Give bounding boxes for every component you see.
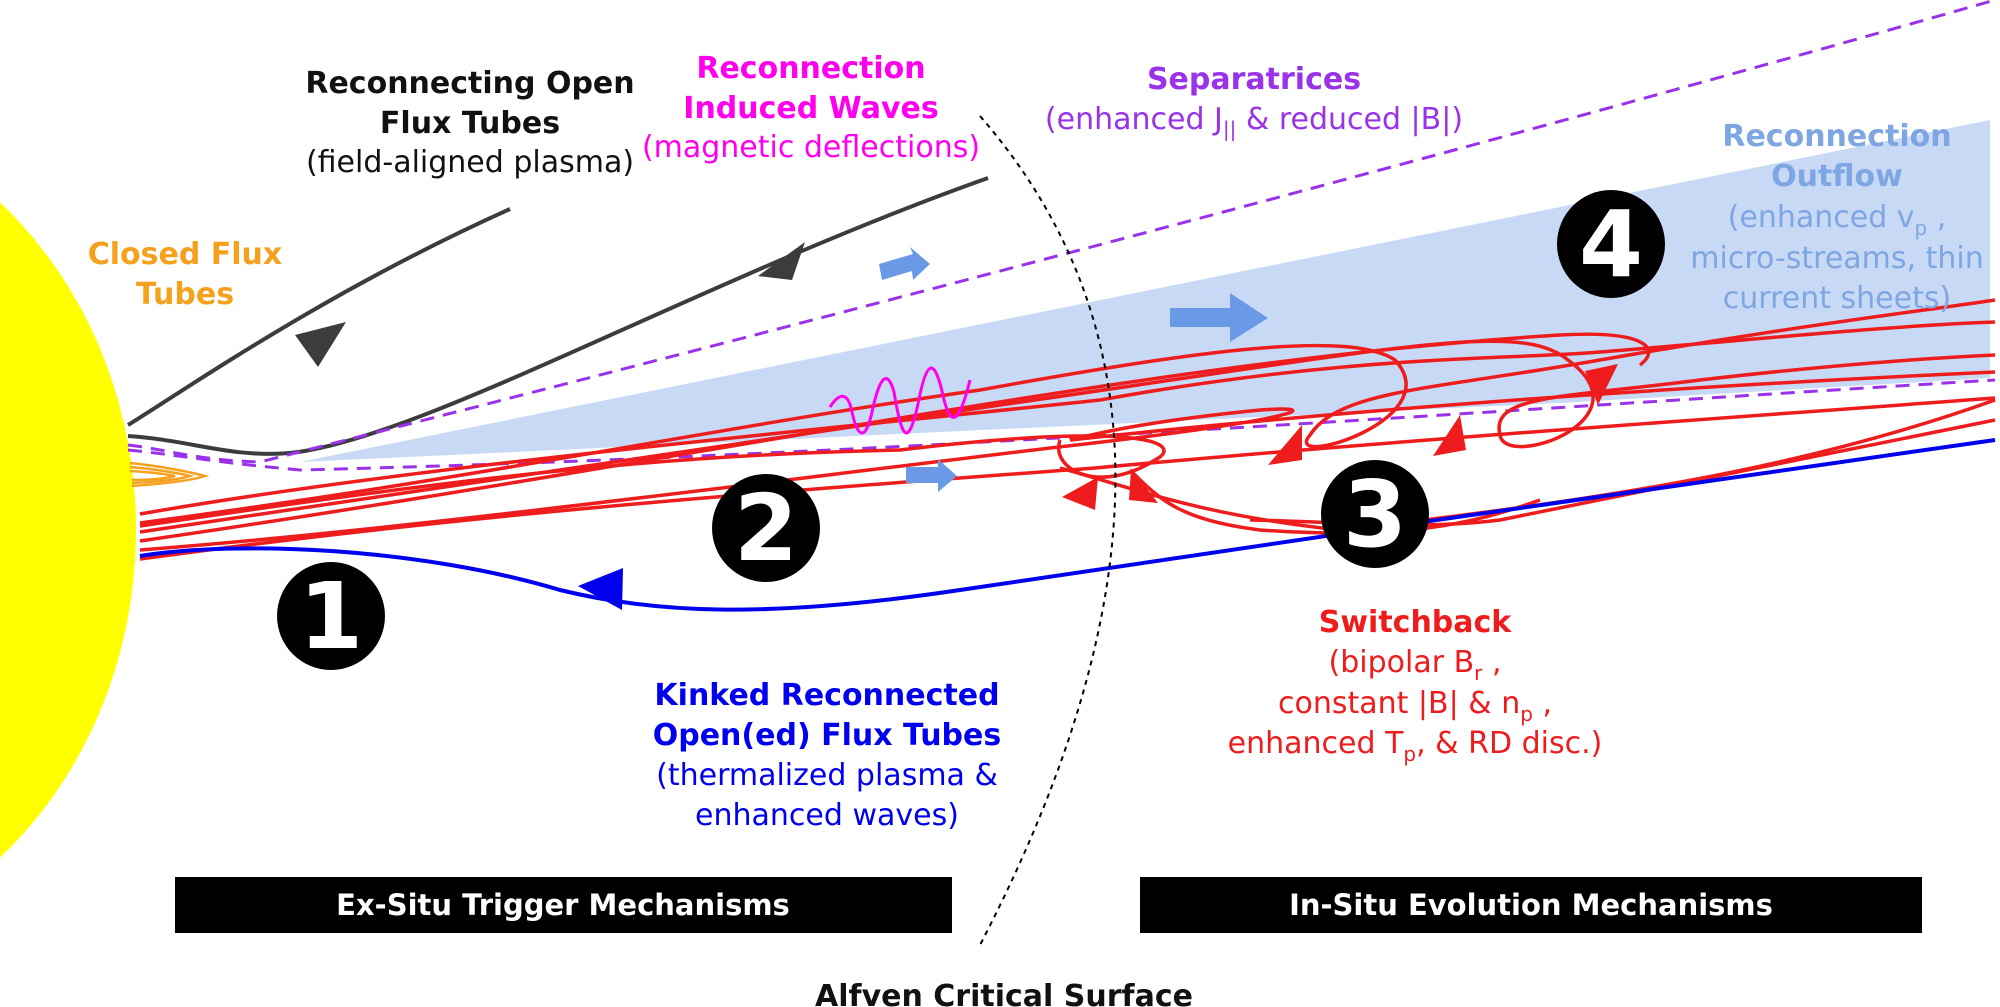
kinked-flux-arrow bbox=[578, 568, 623, 610]
open-flux-arrow bbox=[758, 242, 805, 280]
open-flux-title-2: Flux Tubes bbox=[380, 106, 560, 141]
kinked-flux-tube bbox=[139, 438, 1996, 612]
closed-flux-title-1: Closed Flux bbox=[88, 237, 283, 272]
kinked-desc-2: enhanced waves) bbox=[695, 798, 959, 833]
alfven-surface-label: Alfven Critical Surface bbox=[815, 979, 1193, 1007]
outflow-label: Reconnection Outflow (enhanced vp , micr… bbox=[1690, 119, 1983, 316]
switchback-title: Switchback bbox=[1319, 605, 1513, 640]
badge-4: 4 bbox=[1557, 190, 1665, 298]
waves-title-1: Reconnection bbox=[696, 51, 925, 86]
kinked-title-2: Open(ed) Flux Tubes bbox=[653, 718, 1002, 753]
open-flux-title-1: Reconnecting Open bbox=[305, 66, 634, 101]
alfven-critical-surface bbox=[979, 115, 1117, 946]
badge-1: 1 bbox=[277, 562, 385, 670]
closed-flux-title-2: Tubes bbox=[136, 277, 234, 312]
switchback-arrow bbox=[1585, 364, 1618, 405]
kinked-label: Kinked Reconnected Open(ed) Flux Tubes (… bbox=[653, 678, 1002, 833]
sun bbox=[0, 202, 136, 858]
reconnection-waves bbox=[828, 366, 972, 435]
in-situ-bar-label: In-Situ Evolution Mechanisms bbox=[1289, 888, 1773, 922]
waves-label: Reconnection Induced Waves (magnetic def… bbox=[642, 51, 980, 165]
ex-situ-bar-label: Ex-Situ Trigger Mechanisms bbox=[336, 888, 790, 922]
badge-1-label: 1 bbox=[299, 563, 363, 670]
badge-2-label: 2 bbox=[734, 475, 798, 582]
outflow-desc-2: micro-streams, thin bbox=[1690, 241, 1983, 276]
outflow-arrow bbox=[906, 459, 957, 492]
closed-flux-tubes bbox=[129, 461, 210, 488]
separatrices-label: Separatrices (enhanced J|| & reduced |B|… bbox=[1045, 62, 1463, 141]
separatrices bbox=[127, 0, 1996, 472]
switchback-label: Switchback (bipolar Br , constant |B| & … bbox=[1228, 605, 1603, 766]
kinked-title-1: Kinked Reconnected bbox=[654, 678, 999, 713]
outflow-arrow bbox=[1170, 293, 1268, 342]
switchback-arrow bbox=[1062, 477, 1098, 510]
waves-title-2: Induced Waves bbox=[683, 91, 938, 126]
waves-desc: (magnetic deflections) bbox=[642, 130, 980, 165]
switchback-desc-3: enhanced Tp, & RD disc.) bbox=[1228, 726, 1603, 766]
ex-situ-bar: Ex-Situ Trigger Mechanisms bbox=[175, 877, 952, 933]
in-situ-bar: In-Situ Evolution Mechanisms bbox=[1140, 877, 1922, 933]
separatrices-desc: (enhanced J|| & reduced |B|) bbox=[1045, 102, 1463, 141]
badge-4-label: 4 bbox=[1579, 191, 1643, 298]
badge-2: 2 bbox=[712, 474, 820, 582]
closed-flux-label: Closed Flux Tubes bbox=[88, 237, 283, 312]
switchback-desc-1: (bipolar Br , bbox=[1329, 645, 1502, 685]
switchback-arrow bbox=[1129, 468, 1158, 503]
outflow-arrow bbox=[879, 247, 930, 280]
switchback-arrow bbox=[1433, 415, 1466, 456]
outflow-desc-3: current sheets) bbox=[1723, 281, 1951, 316]
switchback-field-lines bbox=[139, 298, 1996, 561]
open-flux-arrow bbox=[295, 322, 346, 367]
outflow-title-2: Outflow bbox=[1771, 159, 1903, 194]
open-flux-label: Reconnecting Open Flux Tubes (field-alig… bbox=[305, 66, 634, 180]
separatrices-title: Separatrices bbox=[1147, 62, 1361, 97]
kinked-desc-1: (thermalized plasma & bbox=[656, 758, 998, 793]
switchback-arrow bbox=[1268, 425, 1302, 465]
reconnection-outflow-region bbox=[300, 120, 1990, 462]
badge-3-label: 3 bbox=[1343, 461, 1407, 568]
outflow-desc-1: (enhanced vp , bbox=[1728, 200, 1947, 240]
badge-3: 3 bbox=[1321, 460, 1429, 568]
switchback-desc-2: constant |B| & np , bbox=[1278, 686, 1552, 726]
open-flux-desc: (field-aligned plasma) bbox=[306, 145, 634, 180]
outflow-title-1: Reconnection bbox=[1722, 119, 1951, 154]
